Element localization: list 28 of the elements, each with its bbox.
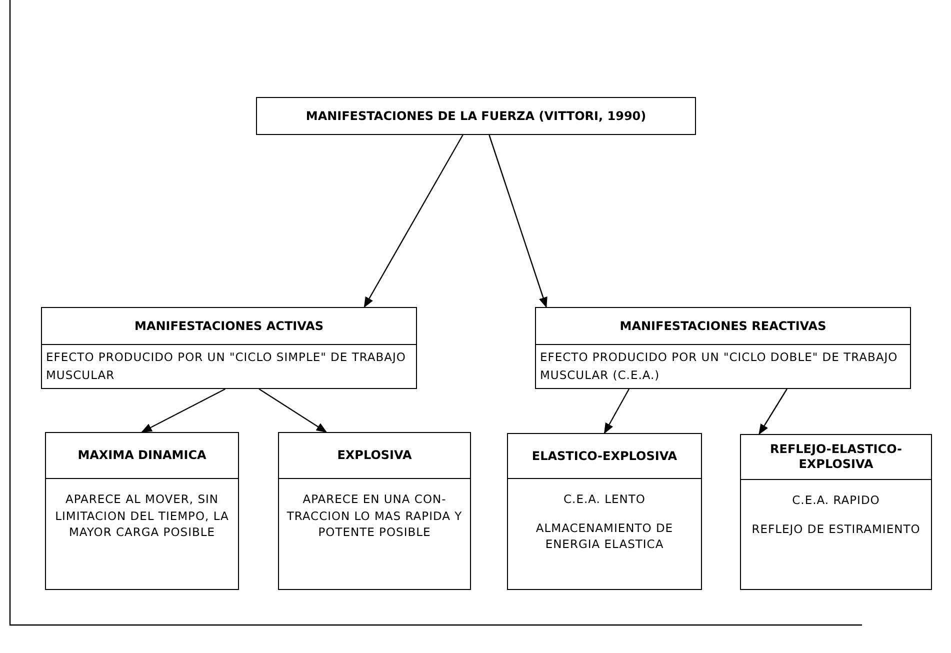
box-heading: EXPLOSIVA (336, 448, 413, 463)
box-description: REFLEJO DE ESTIRAMIENTO (752, 520, 920, 538)
box-description: APARECE EN UNA CON- TRACCION LO MAS RAPIDA Y POTENTE POSIBLE (286, 491, 464, 542)
category-box (41, 307, 417, 389)
box-heading: ELASTICO-EXPLOSIVA (530, 448, 678, 464)
box-heading: MANIFESTACIONES REACTIVAS (618, 318, 828, 334)
box-description: EFECTO PRODUCIDO POR UN "CICLO DOBLE" DE TRABAJO MUSCULAR (C.E.A.) (540, 349, 899, 384)
type-box (740, 434, 932, 590)
arrow (604, 388, 630, 434)
box-heading: MANIFESTACIONES DE LA FUERZA (VITTORI, 1990) (304, 108, 648, 125)
arrow (141, 388, 226, 433)
box-description: C.E.A. LENTO (564, 491, 646, 508)
box-heading: REFLEJO-ELASTICO-EXPLOSIVA (769, 442, 903, 472)
arrow (488, 134, 548, 308)
type-box (45, 432, 239, 590)
type-box (507, 433, 702, 590)
box-description: C.E.A. RAPIDO (792, 492, 880, 509)
box-description: APARECE AL MOVER, SIN LIMITACION DEL TIEMPO, LA MAYOR CARGA POSIBLE (54, 491, 230, 542)
title-box (256, 97, 696, 135)
category-box (535, 307, 911, 389)
arrow (364, 134, 464, 308)
type-box (278, 432, 471, 590)
box-description: ALMACENAMIENTO DE ENERGIA ELASTICA (534, 520, 674, 554)
box-heading: MAXIMA DINAMICA (76, 448, 208, 463)
box-heading: MANIFESTACIONES ACTIVAS (134, 318, 324, 334)
arrow (258, 388, 328, 433)
box-description: EFECTO PRODUCIDO POR UN "CICLO SIMPLE" DE TRABAJO MUSCULAR (46, 349, 407, 384)
arrow (758, 388, 788, 435)
